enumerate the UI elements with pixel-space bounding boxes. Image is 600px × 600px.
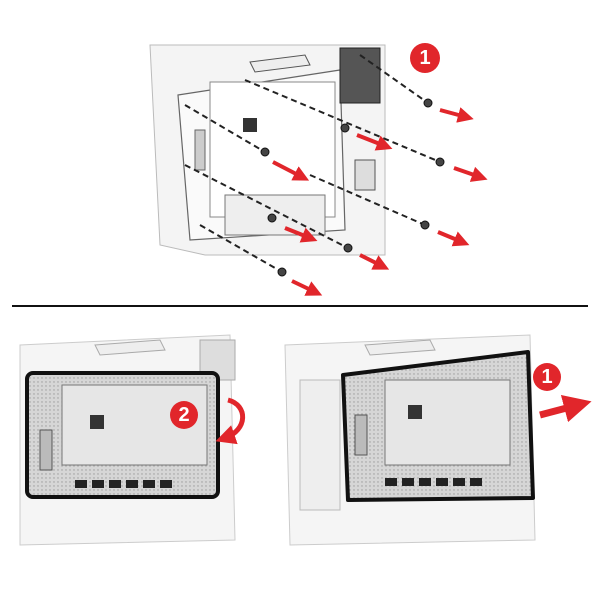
removal-arrows <box>272 107 488 296</box>
screw-icon <box>340 123 350 133</box>
screw-icon <box>277 267 287 277</box>
screws <box>260 98 445 277</box>
arrow-icon <box>439 107 474 123</box>
arrow-icon <box>272 160 310 181</box>
step-badge-bottom-left: 2 <box>170 401 198 429</box>
pull-arrow-icon <box>539 395 592 423</box>
arrow-icon <box>359 253 390 270</box>
screw-icon <box>435 157 445 167</box>
printer-rear-illustration <box>149 44 386 256</box>
screw-icon <box>423 98 433 108</box>
screw-icon <box>260 147 270 157</box>
arrow-icon <box>291 279 323 296</box>
panel-removal-illustration <box>284 334 592 546</box>
arrow-icon <box>284 226 318 243</box>
rotate-arrow-icon <box>215 397 246 445</box>
panel-closing-illustration <box>19 334 246 546</box>
screw-icon <box>267 213 277 223</box>
svg-text:2: 2 <box>178 404 189 426</box>
arrow-icon <box>437 230 470 247</box>
step-badge-top: 1 <box>410 43 440 73</box>
arrow-icon <box>356 133 393 151</box>
svg-text:1: 1 <box>541 366 552 388</box>
screw-paths <box>184 54 441 273</box>
screw-icon <box>343 243 353 253</box>
screw-icon <box>420 220 430 230</box>
step-badge-bottom-right: 1 <box>533 363 561 391</box>
svg-text:1: 1 <box>419 47 430 69</box>
arrow-icon <box>453 166 488 182</box>
